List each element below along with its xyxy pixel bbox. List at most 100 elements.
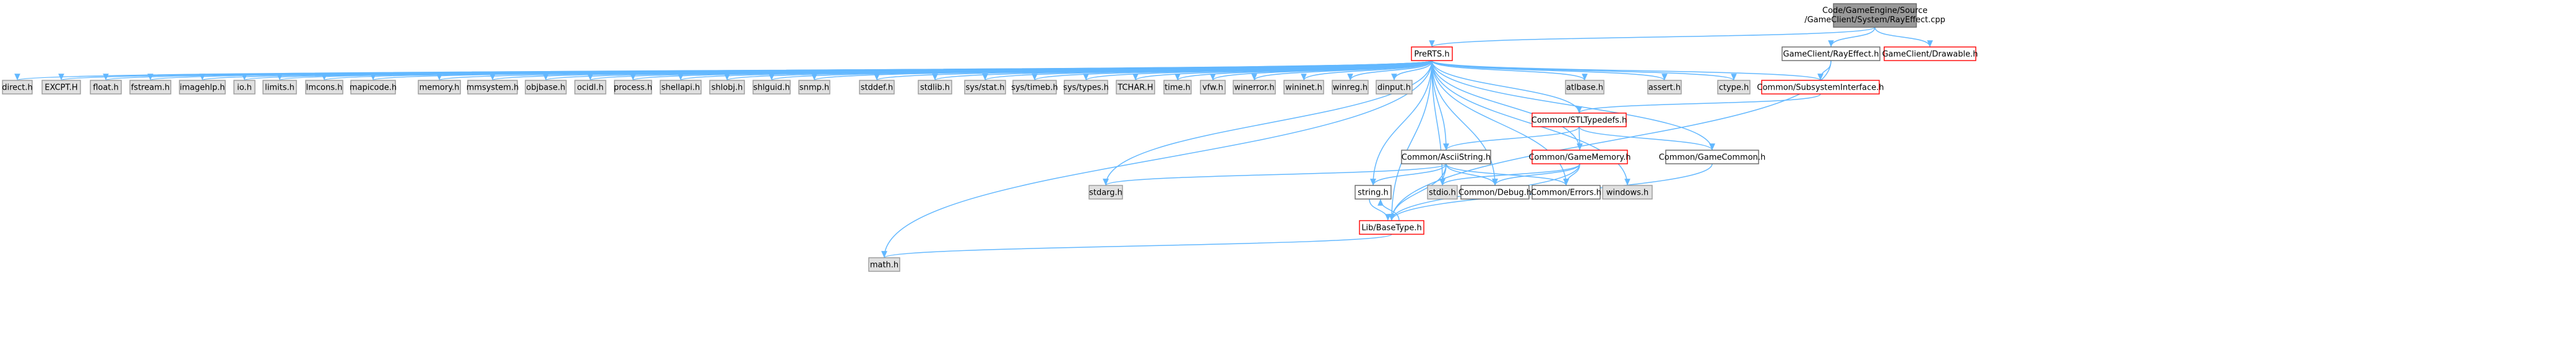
node-stddef-box xyxy=(859,80,895,95)
node-assert-label: assert.h xyxy=(1648,83,1681,93)
node-memory[interactable]: memory.h xyxy=(418,80,461,95)
node-wininet[interactable]: wininet.h xyxy=(1283,80,1324,95)
edge-asciistring-to-debug xyxy=(1445,163,1498,186)
node-winerror[interactable]: winerror.h xyxy=(1233,80,1276,95)
node-imagehlp-label: imagehlp.h xyxy=(180,83,225,93)
node-systypes-box xyxy=(1064,80,1108,95)
node-subsys[interactable]: Common/SubsystemInterface.h xyxy=(1757,80,1884,95)
node-shlguid[interactable]: shlguid.h xyxy=(752,80,791,95)
edge-prerts-to-dinput xyxy=(1391,60,1432,81)
node-mapicode[interactable]: mapicode.h xyxy=(350,80,397,95)
node-assert-box xyxy=(1647,80,1682,95)
node-memory-label: memory.h xyxy=(420,83,460,93)
node-imagehlp-box xyxy=(179,80,226,95)
node-sysstat[interactable]: sys/stat.h xyxy=(964,80,1006,95)
node-shlobj[interactable]: shlobj.h xyxy=(709,80,745,95)
edge-asciistring-to-string xyxy=(1370,163,1447,186)
node-basetype[interactable]: Lib/BaseType.h xyxy=(1359,220,1424,235)
edge-prerts-to-stdio xyxy=(1431,60,1445,186)
node-process[interactable]: process.h xyxy=(614,80,652,95)
node-time[interactable]: time.h xyxy=(1163,80,1192,95)
node-lmcons[interactable]: lmcons.h xyxy=(305,80,343,95)
node-systimeb[interactable]: sys/timeb.h xyxy=(1011,80,1058,95)
node-asciistring[interactable]: Common/AsciiString.h xyxy=(1401,150,1491,164)
node-imagehlp[interactable]: imagehlp.h xyxy=(179,80,226,95)
node-wininet-label: wininet.h xyxy=(1285,83,1322,93)
node-string[interactable]: string.h xyxy=(1355,185,1392,200)
node-stddef-label: stddef.h xyxy=(861,83,893,93)
node-stddef[interactable]: stddef.h xyxy=(859,80,895,95)
node-gamecommon[interactable]: Common/GameCommon.h xyxy=(1659,150,1766,164)
node-windows[interactable]: windows.h xyxy=(1602,185,1653,200)
node-vfw[interactable]: vfw.h xyxy=(1200,80,1226,95)
node-root[interactable]: Code/GameEngine/Source/GameClient/System… xyxy=(1804,3,1945,28)
node-float[interactable]: float.h xyxy=(90,80,122,95)
node-gdrawable-label: GameClient/Drawable.h xyxy=(1882,50,1978,59)
node-shellapi[interactable]: shellapi.h xyxy=(660,80,702,95)
node-stltypedefs[interactable]: Common/STLTypedefs.h xyxy=(1531,112,1627,127)
node-gdrawable[interactable]: GameClient/Drawable.h xyxy=(1882,46,1978,61)
node-ctype-box xyxy=(1717,80,1751,95)
node-systimeb-label: sys/timeb.h xyxy=(1011,83,1058,93)
node-process-label: process.h xyxy=(614,83,652,93)
node-stdio[interactable]: stdio.h xyxy=(1427,185,1458,200)
node-mmsystem-box xyxy=(467,80,518,95)
node-gamememory[interactable]: Common/GameMemory.h xyxy=(1528,150,1631,164)
node-dinput[interactable]: dinput.h xyxy=(1376,80,1413,95)
node-debug[interactable]: Common/Debug.h xyxy=(1458,185,1531,200)
edge-root-to-gdrawable xyxy=(1874,27,1933,48)
node-time-label: time.h xyxy=(1165,83,1191,93)
node-math-label: math.h xyxy=(870,261,898,270)
node-math[interactable]: math.h xyxy=(868,257,900,272)
node-asciistring-label: Common/AsciiString.h xyxy=(1402,153,1491,163)
node-string-box xyxy=(1355,185,1392,200)
node-debug-box xyxy=(1460,185,1530,200)
edge-stltypedefs-to-gamememory xyxy=(1577,126,1583,151)
node-stdlib-label: stdlib.h xyxy=(920,83,950,93)
edge-prerts-to-ctype xyxy=(1431,60,1737,81)
edge-prerts-to-winreg xyxy=(1347,60,1432,81)
node-float-label: float.h xyxy=(93,83,119,93)
edge-prerts-to-subsys xyxy=(1431,60,1824,81)
node-fstream[interactable]: fstream.h xyxy=(129,80,171,95)
node-limits[interactable]: limits.h xyxy=(262,80,297,95)
node-basetype-box xyxy=(1359,220,1424,235)
node-gamememory-label: Common/GameMemory.h xyxy=(1528,153,1630,163)
node-stdlib[interactable]: stdlib.h xyxy=(918,80,952,95)
node-objbase[interactable]: objbase.h xyxy=(525,80,567,95)
node-assert[interactable]: assert.h xyxy=(1647,80,1682,95)
node-prerts[interactable]: PreRTS.h xyxy=(1411,46,1453,61)
node-snmp-box xyxy=(798,80,830,95)
node-atlbase[interactable]: atlbase.h xyxy=(1565,80,1605,95)
node-snmp[interactable]: snmp.h xyxy=(798,80,830,95)
node-ocidl[interactable]: ocidl.h xyxy=(574,80,606,95)
node-grayeffect[interactable]: GameClient/RayEffect.h xyxy=(1781,46,1880,61)
node-io-label: io.h xyxy=(237,83,252,93)
node-io[interactable]: io.h xyxy=(233,80,256,95)
node-mapicode-label: mapicode.h xyxy=(350,83,397,93)
node-tchar[interactable]: TCHAR.H xyxy=(1116,80,1155,95)
edge-prerts-to-stdarg xyxy=(1103,60,1432,186)
node-systypes-label: sys/types.h xyxy=(1063,83,1109,93)
node-stdarg-label: stdarg.h xyxy=(1089,189,1122,198)
node-winreg[interactable]: winreg.h xyxy=(1332,80,1369,95)
node-direct[interactable]: direct.h xyxy=(2,80,33,95)
node-stdarg[interactable]: stdarg.h xyxy=(1088,185,1123,200)
node-dinput-label: dinput.h xyxy=(1377,83,1411,93)
node-excpt[interactable]: EXCPT.H xyxy=(41,80,81,95)
node-errors-label: Common/Errors.h xyxy=(1531,189,1601,198)
node-basetype-label: Lib/BaseType.h xyxy=(1361,224,1421,233)
node-ctype[interactable]: ctype.h xyxy=(1717,80,1751,95)
node-direct-label: direct.h xyxy=(2,83,33,93)
node-mmsystem[interactable]: mmsystem.h xyxy=(467,80,519,95)
node-tchar-box xyxy=(1116,80,1155,95)
edge-prerts-to-winerror xyxy=(1251,60,1432,81)
node-vfw-box xyxy=(1200,80,1226,95)
node-asciistring-box xyxy=(1401,150,1491,164)
node-stltypedefs-box xyxy=(1531,112,1627,127)
node-atlbase-box xyxy=(1565,80,1605,95)
node-dinput-box xyxy=(1376,80,1413,95)
node-math-box xyxy=(868,257,900,272)
node-errors[interactable]: Common/Errors.h xyxy=(1531,185,1601,200)
node-systypes[interactable]: sys/types.h xyxy=(1063,80,1109,95)
